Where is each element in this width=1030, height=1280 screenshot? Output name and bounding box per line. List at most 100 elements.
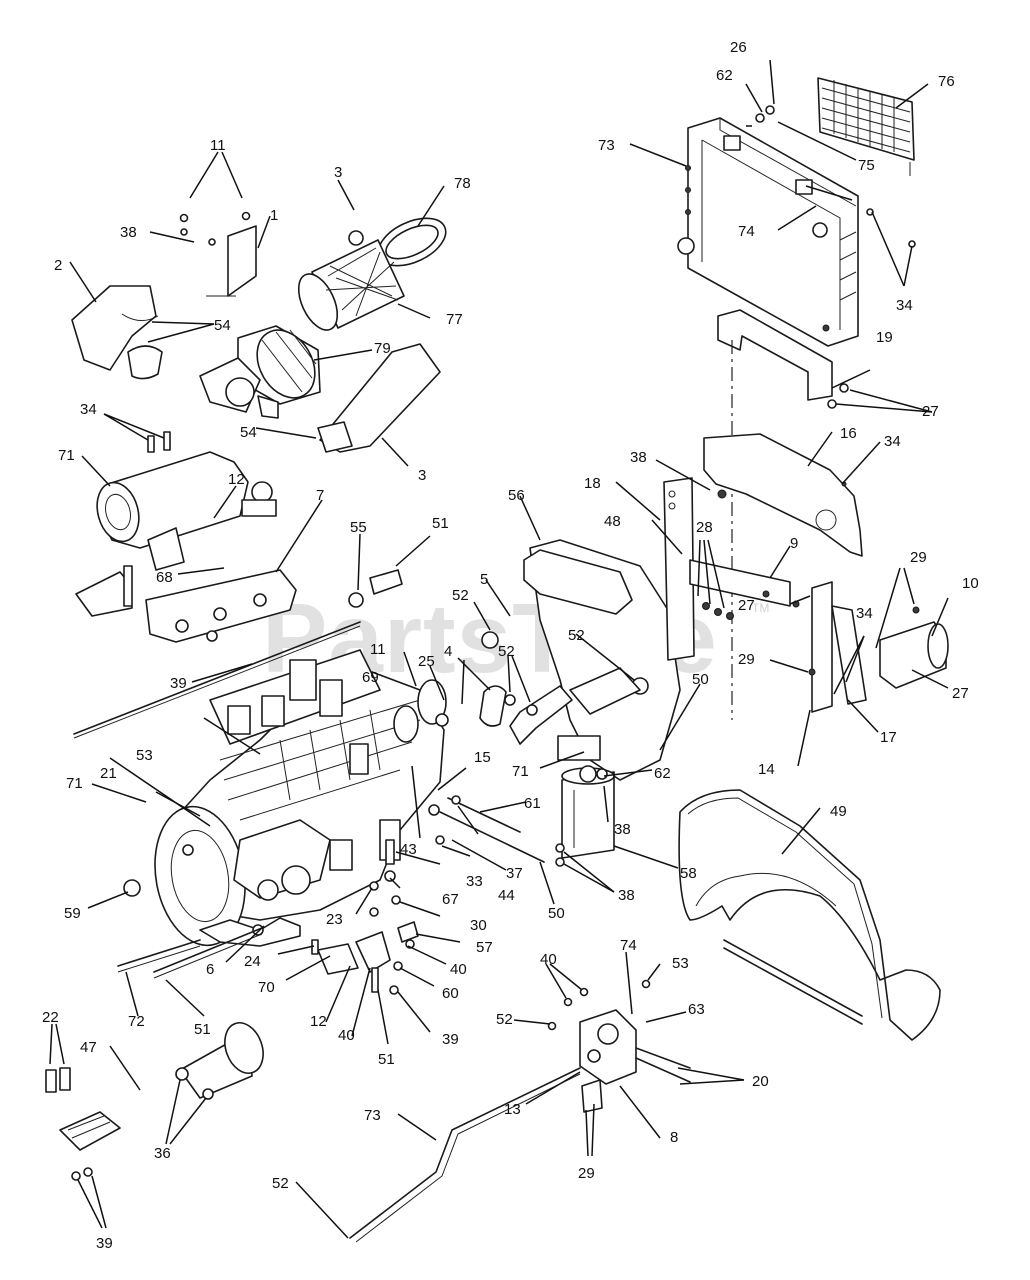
hardware bbox=[827, 399, 837, 409]
callout-52c: 52 bbox=[568, 627, 585, 644]
callout-43: 47 bbox=[80, 1039, 97, 1056]
callout-37: 37 bbox=[506, 865, 523, 882]
callout-63: 63 bbox=[688, 1001, 705, 1018]
callout-69: 71 bbox=[58, 447, 75, 464]
drive-belt bbox=[678, 789, 941, 1041]
callout-50: 51 bbox=[194, 1021, 211, 1038]
callout-62b: 62 bbox=[654, 765, 671, 782]
radiator-screen bbox=[817, 77, 915, 176]
callout-21: 21 bbox=[100, 765, 117, 782]
callout-46: 50 bbox=[692, 671, 709, 688]
callout-73: 74 bbox=[738, 223, 755, 240]
shaft bbox=[117, 939, 201, 967]
callout-76: 77 bbox=[446, 311, 463, 328]
callout-75: 76 bbox=[938, 73, 955, 90]
support-bracket bbox=[811, 581, 833, 713]
watermark-tm: TM bbox=[752, 601, 769, 615]
hardware bbox=[808, 668, 816, 676]
callout-17: 17 bbox=[880, 729, 897, 746]
callout-23: 23 bbox=[326, 911, 343, 928]
callout-22: 22 bbox=[42, 1009, 59, 1026]
callout-4: 4 bbox=[444, 643, 452, 660]
callout-58: 58 bbox=[680, 865, 697, 882]
callout-24: 24 bbox=[244, 953, 261, 970]
callout-67: 70 bbox=[258, 979, 275, 996]
callout-60: 60 bbox=[442, 985, 459, 1002]
callout-20: 20 bbox=[752, 1073, 769, 1090]
callout-29c: 29 bbox=[738, 651, 755, 668]
hardware bbox=[755, 113, 765, 123]
callout-54: 54 bbox=[214, 317, 231, 334]
intake-hose bbox=[319, 343, 441, 453]
callout-47: 50 bbox=[548, 905, 565, 922]
callout-28: 27 bbox=[922, 403, 939, 420]
air-duct bbox=[71, 285, 157, 371]
callout-32b: 12 bbox=[228, 471, 245, 488]
hardware bbox=[866, 208, 874, 216]
callout-51c: 53 bbox=[672, 955, 689, 972]
callout-51: 52 bbox=[272, 1175, 289, 1192]
callout-3: 3 bbox=[418, 467, 426, 484]
callout-11: 11 bbox=[370, 641, 386, 658]
callout-49: 51 bbox=[378, 1051, 395, 1068]
callout-64: 67 bbox=[442, 891, 459, 908]
radiator bbox=[677, 117, 859, 347]
callout-12: 12 bbox=[310, 1013, 327, 1030]
callout-71c: 74 bbox=[620, 937, 637, 954]
callout-2: 2 bbox=[54, 257, 62, 274]
coolant-hose bbox=[509, 685, 573, 745]
callout-71: 72 bbox=[128, 1013, 145, 1030]
callout-38c: 38 bbox=[618, 887, 635, 904]
callout-48: 51 bbox=[432, 515, 449, 532]
callout-29d: 29 bbox=[578, 1165, 595, 1182]
callout-8: 8 bbox=[670, 1129, 678, 1146]
callout-68: 71 bbox=[66, 775, 83, 792]
callout-14: 14 bbox=[758, 761, 775, 778]
callout-13: 13 bbox=[504, 1101, 521, 1118]
callout-38b: 38 bbox=[614, 821, 631, 838]
callout-79: 3 bbox=[334, 164, 342, 181]
callout-34b: 34 bbox=[884, 433, 901, 450]
callout-7: 7 bbox=[316, 487, 324, 504]
linkage-rod bbox=[447, 797, 521, 833]
callout-29: 28 bbox=[696, 519, 713, 536]
callout-30: 30 bbox=[470, 917, 487, 934]
callout-57: 57 bbox=[476, 939, 493, 956]
callout-40: 40 bbox=[450, 961, 467, 978]
callout-54b: 54 bbox=[240, 424, 257, 441]
callout-72: 73 bbox=[598, 137, 615, 154]
callout-42: 44 bbox=[498, 887, 515, 904]
hydraulic-valve bbox=[547, 979, 691, 1113]
callout-15: 15 bbox=[474, 749, 491, 766]
callout-25: 25 bbox=[418, 653, 435, 670]
fan-housing bbox=[523, 477, 800, 781]
callout-16: 16 bbox=[840, 425, 857, 442]
air-cleaner-housing bbox=[199, 325, 321, 419]
hydraulic-line bbox=[349, 1067, 581, 1239]
callout-55: 55 bbox=[350, 519, 367, 536]
callout-78: 79 bbox=[374, 340, 391, 357]
fan-shroud bbox=[703, 433, 863, 557]
callout-39b: 39 bbox=[442, 1031, 459, 1048]
radiator-bracket bbox=[717, 309, 833, 401]
air-filter bbox=[297, 217, 447, 331]
throttle-rod bbox=[73, 621, 361, 735]
callout-5: 5 bbox=[480, 571, 488, 588]
nut bbox=[123, 879, 141, 897]
callout-19: 19 bbox=[876, 329, 893, 346]
callout-27b: 27 bbox=[952, 685, 969, 702]
callout-27: 27 bbox=[738, 597, 755, 614]
control-linkage bbox=[311, 839, 419, 995]
drive-coupler bbox=[45, 1022, 264, 1181]
callout-53: 53 bbox=[136, 747, 153, 764]
callout-45: 49 bbox=[830, 803, 847, 820]
callout-61: 61 bbox=[524, 795, 541, 812]
callout-32: 11 bbox=[210, 137, 226, 154]
callout-33: 33 bbox=[466, 873, 483, 890]
callout-6: 6 bbox=[206, 961, 214, 978]
hardware bbox=[765, 105, 775, 115]
callout-39c: 39 bbox=[96, 1235, 113, 1252]
leader-lines bbox=[49, 59, 949, 1239]
linkage-rod bbox=[439, 811, 545, 863]
engine bbox=[154, 649, 445, 947]
